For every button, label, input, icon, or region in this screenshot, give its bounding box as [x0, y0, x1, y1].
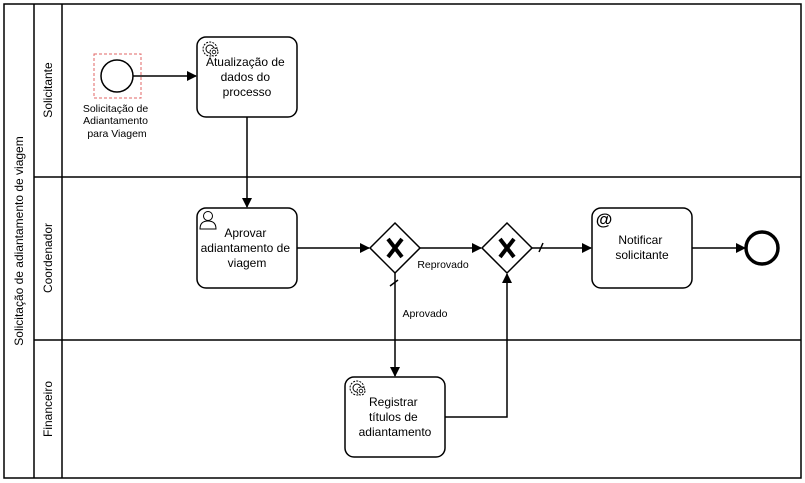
flow-reprovado-label: Reprovado: [417, 259, 469, 271]
lanes: Solicitante Coordenador Financeiro: [34, 4, 801, 478]
start-event-circle[interactable]: [100, 59, 134, 93]
start-event-label: Solicitação de Adiantamento para Viagem: [83, 103, 151, 140]
gear-icon: [202, 41, 219, 57]
sequence-flows: [133, 71, 746, 418]
task-atualizacao[interactable]: Atualização de dados do processo: [196, 36, 298, 118]
lane-coordenador-label: Coordenador: [41, 223, 55, 293]
start-event-selection: [93, 53, 142, 99]
task-atualizacao-label: Atualização de dados do processo: [206, 55, 288, 99]
end-event[interactable]: [744, 230, 780, 266]
user-icon: [199, 211, 217, 230]
gear-icon: [349, 380, 366, 396]
task-notificar[interactable]: @ Notificar solicitante: [591, 207, 693, 289]
task-notificar-label: Notificar solicitante: [615, 233, 669, 262]
x-icon: [498, 237, 516, 259]
task-aprovar-label: Aprovar adiantamento de viagem: [201, 226, 294, 270]
at-icon: @: [596, 210, 613, 229]
task-aprovar[interactable]: Aprovar adiantamento de viagem: [196, 207, 298, 289]
flow-aprovado-label: Aprovado: [403, 308, 448, 320]
lane-solicitante-label: Solicitante: [41, 62, 55, 118]
lane-financeiro-label: Financeiro: [41, 381, 55, 437]
flow-registrar-to-merge[interactable]: [445, 273, 512, 418]
default-flow-marker: [389, 279, 399, 287]
pool-title: Solicitação de adiantamento de viagem: [12, 136, 26, 345]
task-registrar-label: Registrar títulos de adiantamento: [359, 395, 432, 439]
default-flow-marker: [538, 242, 544, 253]
x-icon: [386, 237, 404, 259]
end-event-circle[interactable]: [744, 230, 780, 266]
task-registrar[interactable]: Registrar títulos de adiantamento: [344, 376, 446, 458]
